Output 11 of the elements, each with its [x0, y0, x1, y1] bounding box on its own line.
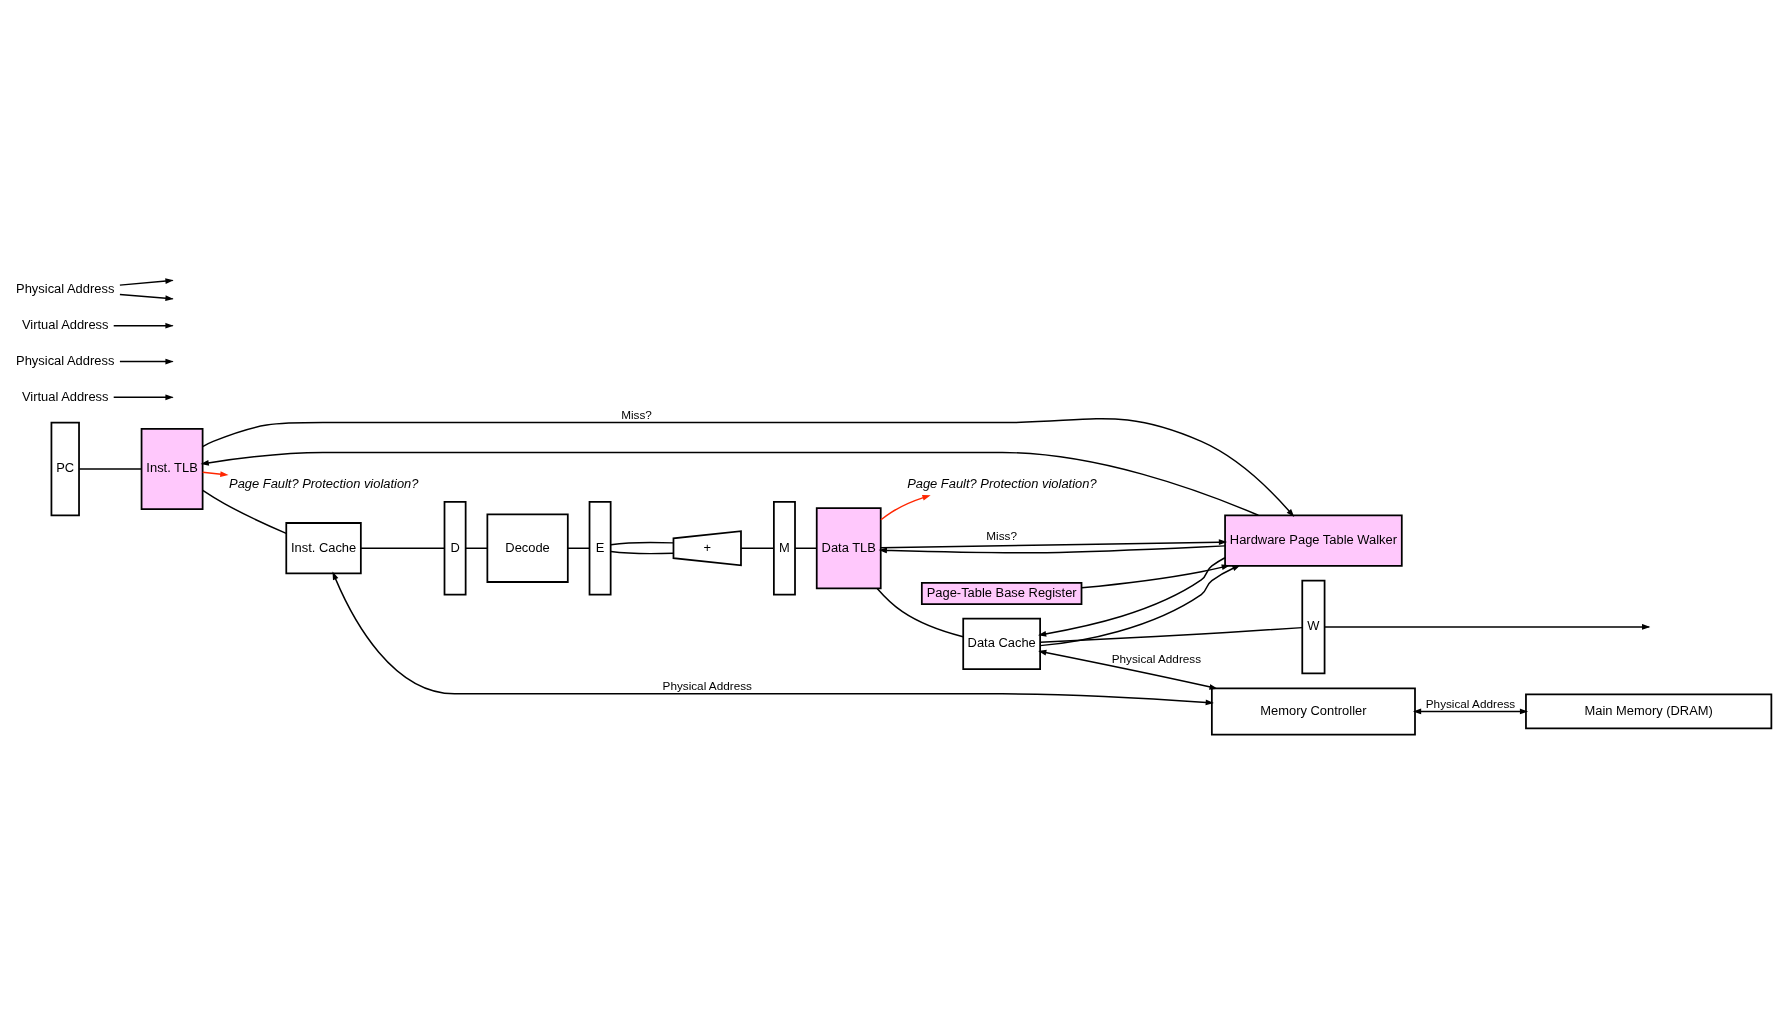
- edge-label: Miss?: [621, 408, 652, 422]
- node-text: Page Fault? Protection violation?: [229, 476, 419, 492]
- edge-label: Physical Address: [662, 679, 752, 693]
- node-text: Virtual Address: [21, 388, 109, 404]
- edge-label: Physical Address: [1425, 696, 1516, 710]
- edge-label: Miss?: [986, 529, 1017, 543]
- node-text: Virtual Address: [21, 317, 109, 333]
- node-text: Page Fault? Protection violation?: [907, 476, 1097, 492]
- node-text: Physical Address: [16, 352, 115, 368]
- edge-label: Physical Address: [1111, 651, 1202, 665]
- node-text: Physical Address: [16, 281, 115, 297]
